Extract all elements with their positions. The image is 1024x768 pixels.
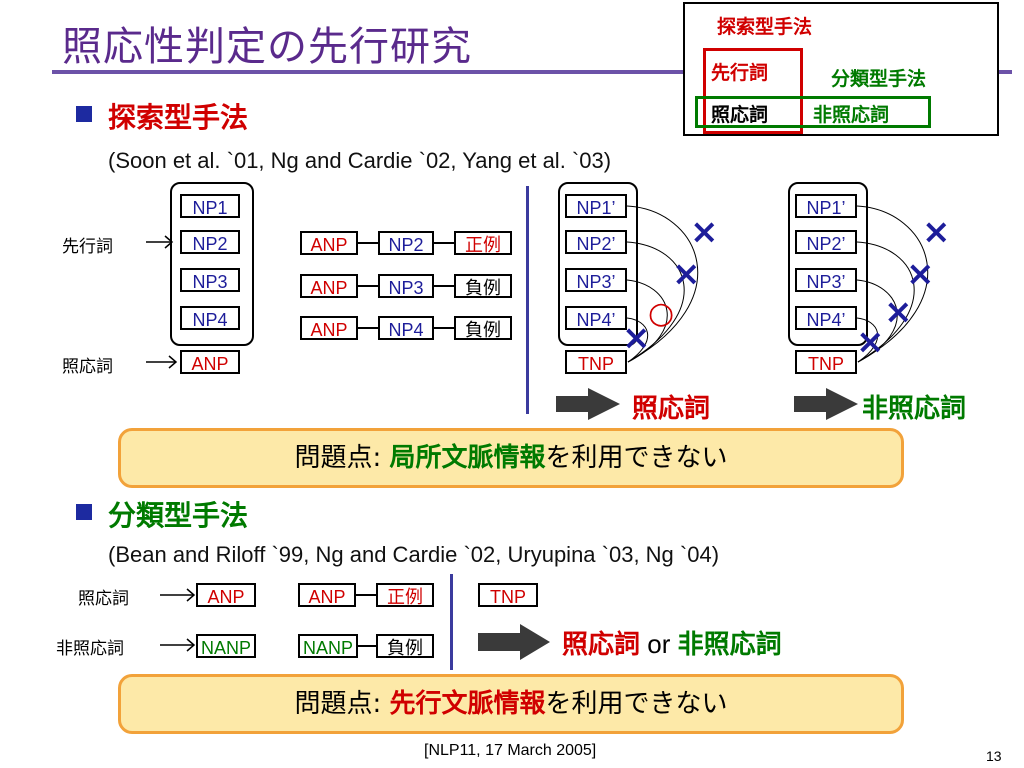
legend-antecedent-label: 先行詞 — [711, 62, 769, 84]
pair2-anp: ANP — [300, 274, 358, 298]
pair1-label: 正例 — [454, 231, 512, 255]
o-mark: ○ — [648, 296, 675, 331]
result-non-anaphoric: 非照応詞 — [862, 394, 967, 424]
section1-citation: (Soon et al. `01, Ng and Cardie `02, Yan… — [108, 148, 612, 173]
np2pp-box: NP2’ — [795, 230, 857, 254]
page-title: 照応性判定の先行研究 — [62, 24, 472, 70]
section2-bullet — [76, 504, 92, 520]
legend-classify-box — [695, 96, 931, 128]
pair3-anp: ANP — [300, 316, 358, 340]
x-mark-3: × — [622, 318, 651, 358]
antecedent-label: 先行詞 — [62, 237, 113, 257]
title-rule — [52, 70, 1012, 74]
antecedent-arrow — [146, 235, 174, 249]
pair2-label: 負例 — [454, 274, 512, 298]
x-mark-7: × — [856, 322, 885, 362]
pair2-link1 — [358, 285, 378, 287]
np3-box: NP3 — [180, 268, 240, 292]
pair3-link2 — [434, 327, 454, 329]
result2-non-anaphoric: 非照応詞 — [677, 630, 782, 660]
x-mark-4: × — [922, 212, 951, 252]
pair5-nanp: NANP — [298, 634, 358, 658]
pair4-link — [356, 594, 376, 596]
callout2-highlight: 先行文脈情報 — [389, 689, 546, 719]
problem-callout-2: 問題点: 先行文脈情報を利用できない — [118, 674, 904, 734]
anp-box-2: ANP — [196, 583, 256, 607]
block-arrow-1 — [556, 388, 620, 420]
section2-divider — [450, 574, 453, 670]
legend-non-anaphoric-label: 非照応詞 — [813, 104, 890, 126]
tnp-box: TNP — [565, 350, 627, 374]
pair3-np: NP4 — [378, 316, 434, 340]
anp-box: ANP — [180, 350, 240, 374]
legend-antecedent-box — [703, 48, 803, 134]
result2-anaphoric: 照応詞 — [562, 630, 641, 660]
pair4-anp: ANP — [298, 583, 356, 607]
callout2-prefix: 問題点: — [294, 689, 390, 719]
section2-citation: (Bean and Riloff `99, Ng and Cardie `02,… — [108, 542, 720, 567]
pair2-link2 — [434, 285, 454, 287]
result2-or: or — [640, 629, 678, 659]
callout2-suffix: を利用できない — [545, 689, 728, 719]
x-mark-6: × — [884, 292, 913, 332]
np4p-box: NP4’ — [565, 306, 627, 330]
result-line-2: 照応詞 or 非照応詞 — [562, 624, 782, 661]
pair5-label: 負例 — [376, 634, 434, 658]
nanp-box: NANP — [196, 634, 256, 658]
np1-box: NP1 — [180, 194, 240, 218]
pair5-link — [358, 645, 376, 647]
label-non-anaphor: 非照応詞 — [56, 639, 124, 659]
legend-classify-label: 分類型手法 — [831, 68, 927, 90]
pair1-link1 — [358, 242, 378, 244]
pair1-anp: ANP — [300, 231, 358, 255]
tnp-box-2: TNP — [478, 583, 538, 607]
callout1-prefix: 問題点: — [294, 443, 390, 473]
x-mark-5: × — [906, 254, 935, 294]
section1-heading: 探索型手法 — [108, 101, 249, 134]
footer-source: [NLP11, 17 March 2005] — [424, 742, 597, 759]
np2-box: NP2 — [180, 230, 240, 254]
np1p-box: NP1’ — [565, 194, 627, 218]
section1-divider — [526, 186, 529, 414]
section1-bullet — [76, 106, 92, 122]
problem-callout-1: 問題点: 局所文脈情報を利用できない — [118, 428, 904, 488]
pair2-np: NP3 — [378, 274, 434, 298]
arcs-middle — [626, 205, 699, 363]
block-arrow-2 — [794, 388, 858, 420]
pair4-label: 正例 — [376, 583, 434, 607]
x-mark-1: × — [690, 212, 719, 252]
np1pp-box: NP1’ — [795, 194, 857, 218]
anaphor-arrow — [146, 355, 178, 369]
section2-heading: 分類型手法 — [108, 499, 249, 532]
page-number: 13 — [986, 748, 1002, 764]
result-anaphoric: 照応詞 — [632, 394, 711, 424]
legend-search-label: 探索型手法 — [717, 16, 813, 38]
pair1-np: NP2 — [378, 231, 434, 255]
anaphor-label: 照応詞 — [62, 357, 113, 377]
tnp2-box: TNP — [795, 350, 857, 374]
legend-box: 探索型手法 先行詞 分類型手法 照応詞 非照応詞 — [683, 2, 999, 136]
np4-box: NP4 — [180, 306, 240, 330]
np4pp-box: NP4’ — [795, 306, 857, 330]
anaphor-arrow-2 — [160, 588, 196, 602]
pair3-link1 — [358, 327, 378, 329]
np3p-box: NP3’ — [565, 268, 627, 292]
callout1-suffix: を利用できない — [545, 443, 728, 473]
np2p-box: NP2’ — [565, 230, 627, 254]
callout1-highlight: 局所文脈情報 — [389, 443, 546, 473]
pair1-link2 — [434, 242, 454, 244]
label-anaphor-2: 照応詞 — [78, 589, 129, 609]
np3pp-box: NP3’ — [795, 268, 857, 292]
arcs-right — [856, 205, 929, 363]
block-arrow-3 — [478, 624, 550, 660]
pair3-label: 負例 — [454, 316, 512, 340]
non-anaphor-arrow — [160, 638, 196, 652]
legend-anaphoric-label: 照応詞 — [711, 104, 769, 126]
x-mark-2: × — [672, 254, 701, 294]
